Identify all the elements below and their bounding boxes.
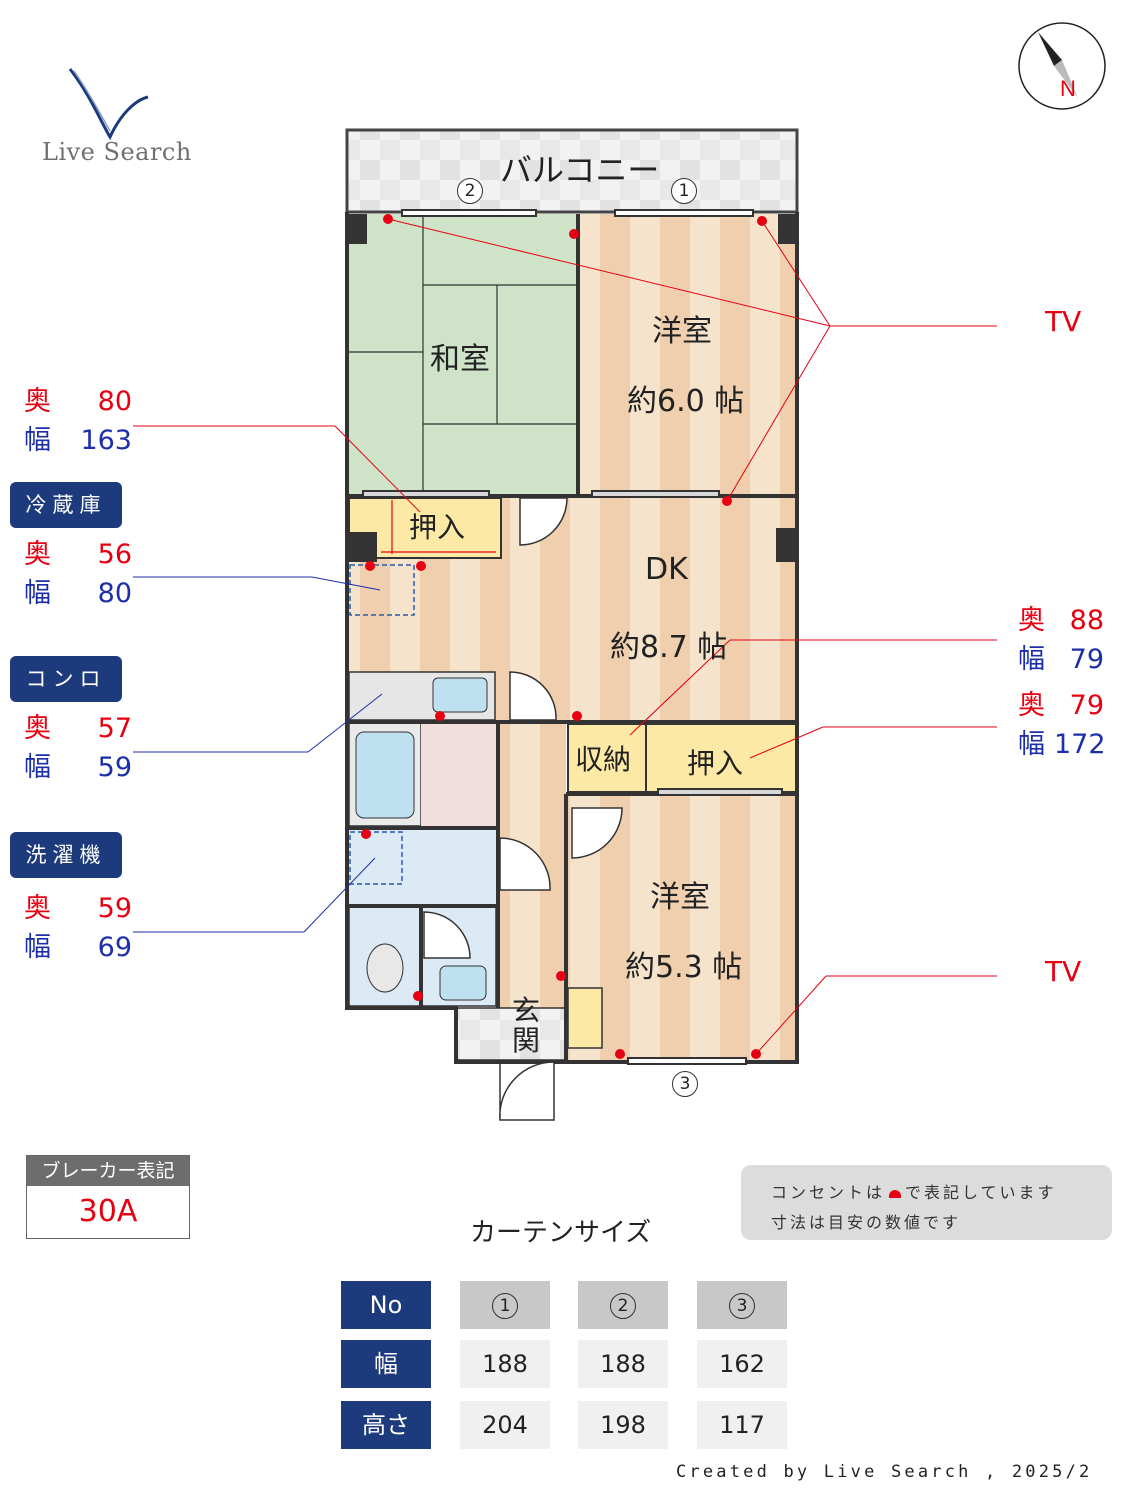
dressing-area	[421, 722, 496, 826]
legend-outlet-prefix: コンセントは	[771, 1183, 886, 1202]
tv-label-2: TV	[1045, 955, 1082, 988]
corridor-floor	[498, 722, 566, 1060]
washitsu-floor	[347, 214, 577, 494]
tv-label-1: TV	[1045, 305, 1082, 338]
oshiire1-label: 押入	[409, 511, 466, 544]
windows	[401, 209, 754, 1065]
outlet-icon	[889, 1189, 902, 1198]
curtain-width-1: 188	[460, 1340, 550, 1388]
oshiire2-floor	[645, 723, 797, 793]
basin	[439, 965, 487, 1001]
window-marker-1: 1	[669, 178, 699, 204]
logo-text: Live Search	[42, 138, 192, 166]
curtain-no-3: 3	[697, 1281, 787, 1329]
curtain-header-no: No	[341, 1281, 431, 1329]
curtain-height-1: 204	[460, 1401, 550, 1449]
genkan-label: 玄関	[512, 994, 541, 1057]
window-marker-2: 2	[455, 178, 485, 204]
tv-leader-lines	[387, 218, 997, 1055]
sink-basin	[432, 677, 488, 713]
fridge-label: 冷蔵庫	[10, 482, 122, 528]
balcony-label: バルコニー	[500, 151, 660, 189]
genkan-floor	[455, 1007, 567, 1061]
dk-size: 約8.7 帖	[610, 630, 728, 665]
shuno-floor	[567, 723, 647, 793]
outlet-dots	[361, 214, 767, 1059]
curtain-title: カーテンサイズ	[470, 1218, 652, 1248]
legend-line-1: コンセントはで表記しています	[771, 1179, 1057, 1203]
washer-space	[349, 831, 403, 885]
breaker-title: ブレーカー表記	[27, 1156, 189, 1186]
curtain-width-2: 188	[578, 1340, 668, 1388]
legend-outlet-suffix: で表記しています	[905, 1183, 1057, 1202]
washitsu-label: 和室	[430, 342, 490, 377]
curtain-header-width: 幅	[341, 1340, 431, 1388]
breaker-box: ブレーカー表記 30A	[26, 1155, 190, 1239]
curtain-height-2: 198	[578, 1401, 668, 1449]
floor-plan	[133, 128, 997, 1121]
dk-label: DK	[645, 552, 688, 587]
washroom-area	[349, 828, 496, 906]
swing-doors	[423, 497, 623, 1121]
curtain-header-height: 高さ	[341, 1401, 431, 1449]
balcony-area	[345, 128, 799, 214]
western2-label: 洋室	[650, 880, 710, 915]
breaker-value: 30A	[78, 1194, 138, 1229]
dimension-leader-lines-red	[133, 425, 997, 759]
tatami-lines	[347, 214, 577, 494]
toilet-bowl	[366, 943, 404, 993]
western1-label: 洋室	[652, 314, 712, 349]
compass-icon: N	[1018, 22, 1106, 110]
stove-label: コンロ	[10, 656, 122, 702]
dimension-leader-lines-blue	[133, 576, 383, 933]
curtain-no-1: 1	[460, 1281, 550, 1329]
curtain-width-3: 162	[697, 1340, 787, 1388]
live-search-logo-icon	[68, 68, 149, 141]
legend-line-2: 寸法は目安の数値です	[771, 1213, 962, 1232]
credit-text: Created by Live Search , 2025/2	[676, 1462, 1093, 1482]
western1-floor	[580, 214, 797, 494]
compass-north-label: N	[1060, 76, 1076, 101]
shuno-label: 収納	[575, 743, 632, 776]
western1-size: 約6.0 帖	[627, 384, 745, 419]
curtain-no-2: 2	[578, 1281, 668, 1329]
oshiire2-label: 押入	[687, 747, 744, 780]
shoe-cabinet	[567, 987, 603, 1049]
legend-box: コンセントはで表記しています 寸法は目安の数値です	[741, 1165, 1112, 1240]
washer-label: 洗濯機	[10, 832, 122, 878]
fridge-space	[349, 564, 415, 616]
window-marker-3: 3	[670, 1071, 700, 1097]
sliding-doors	[362, 490, 783, 796]
curtain-height-3: 117	[697, 1401, 787, 1449]
bathtub	[355, 731, 415, 819]
western2-size: 約5.3 帖	[625, 950, 743, 985]
